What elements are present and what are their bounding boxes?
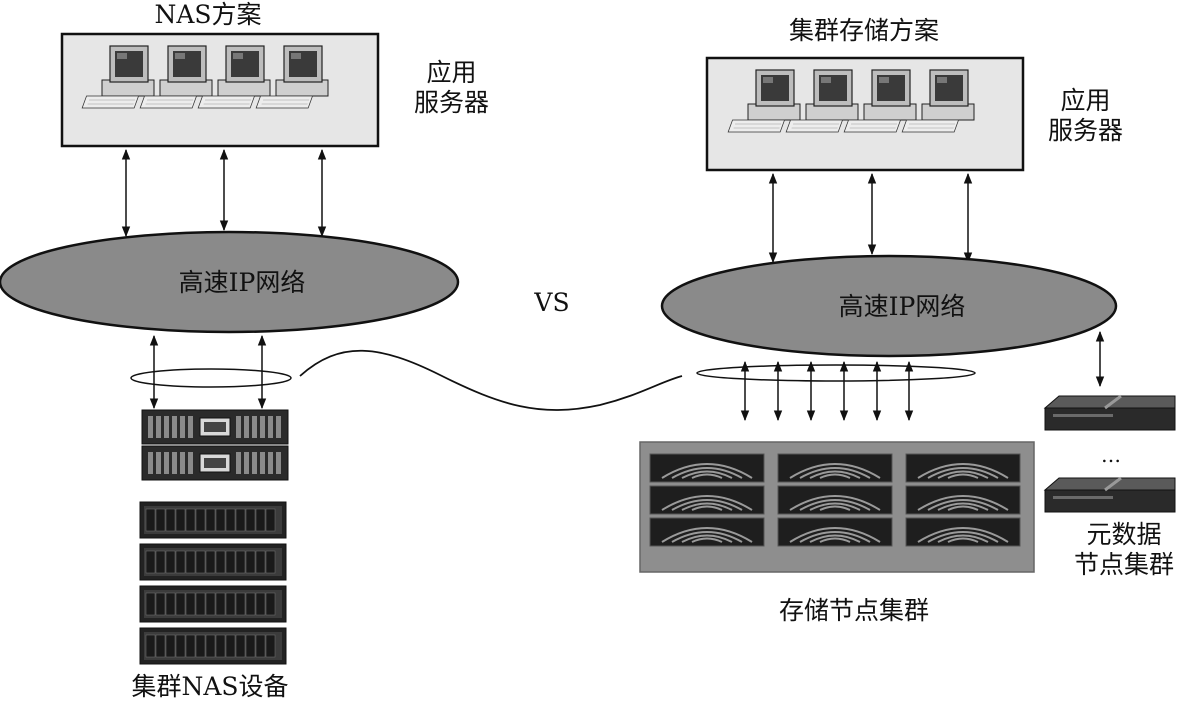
- storage-node: [777, 485, 893, 515]
- metadata-cluster-label-line2: 节点集群: [1073, 550, 1175, 579]
- left-app-server-label-line2: 服务器: [414, 88, 490, 117]
- storage-node: [777, 453, 893, 483]
- storage-node: [905, 453, 1021, 483]
- right-app-server-box: [705, 56, 1025, 172]
- comparison-link-curve: [299, 349, 683, 411]
- storage-node: [905, 517, 1021, 547]
- metadata-cluster-label-line1: 元数据: [1086, 520, 1162, 549]
- left-app-server-label-line1: 应用: [426, 58, 477, 87]
- nas-disk-arrays: [139, 501, 287, 665]
- right-scheme-title: 集群存储方案: [788, 16, 940, 45]
- storage-node: [649, 453, 765, 483]
- disk-array-unit: [139, 543, 287, 581]
- nas-head-unit: [141, 409, 289, 481]
- metadata-ellipsis: …: [1101, 443, 1121, 467]
- disk-array-unit: [139, 501, 287, 539]
- right-app-server-label-line1: 应用: [1060, 86, 1111, 115]
- left-app-server-label: 应用 服务器: [414, 58, 489, 118]
- left-app-server-box: [60, 32, 380, 148]
- left-network-label: 高速IP网络: [178, 268, 306, 297]
- vs-label: VS: [534, 288, 570, 317]
- storage-node-cluster: [639, 441, 1035, 573]
- left-network-ellipse: [0, 230, 460, 334]
- right-link-group-ring: [696, 364, 976, 382]
- nas-head-tray: [141, 409, 289, 445]
- storage-node: [905, 485, 1021, 515]
- metadata-server: [1043, 476, 1177, 514]
- left-scheme-title: NAS方案: [154, 0, 262, 29]
- storage-node: [777, 517, 893, 547]
- right-network-ellipse: [660, 254, 1118, 358]
- left-network-to-nas-links: [149, 334, 267, 410]
- metadata-server: [1043, 394, 1177, 432]
- right-app-server-label: 应用 服务器: [1048, 86, 1123, 146]
- right-app-server-label-line2: 服务器: [1048, 116, 1124, 145]
- disk-array-unit: [139, 627, 287, 665]
- disk-array-unit: [139, 585, 287, 623]
- metadata-cluster-label: 元数据 节点集群: [1074, 520, 1174, 580]
- left-server-to-network-links: [121, 148, 327, 238]
- nas-device-label: 集群NAS设备: [131, 672, 289, 701]
- right-server-to-network-links: [768, 172, 973, 264]
- storage-node: [649, 485, 765, 515]
- storage-cluster-label: 存储节点集群: [778, 596, 930, 625]
- nas-head-tray: [141, 445, 289, 481]
- right-network-to-storage-links: [740, 360, 914, 422]
- right-network-label: 高速IP网络: [838, 292, 966, 321]
- storage-node: [649, 517, 765, 547]
- left-link-group-ring: [130, 368, 292, 388]
